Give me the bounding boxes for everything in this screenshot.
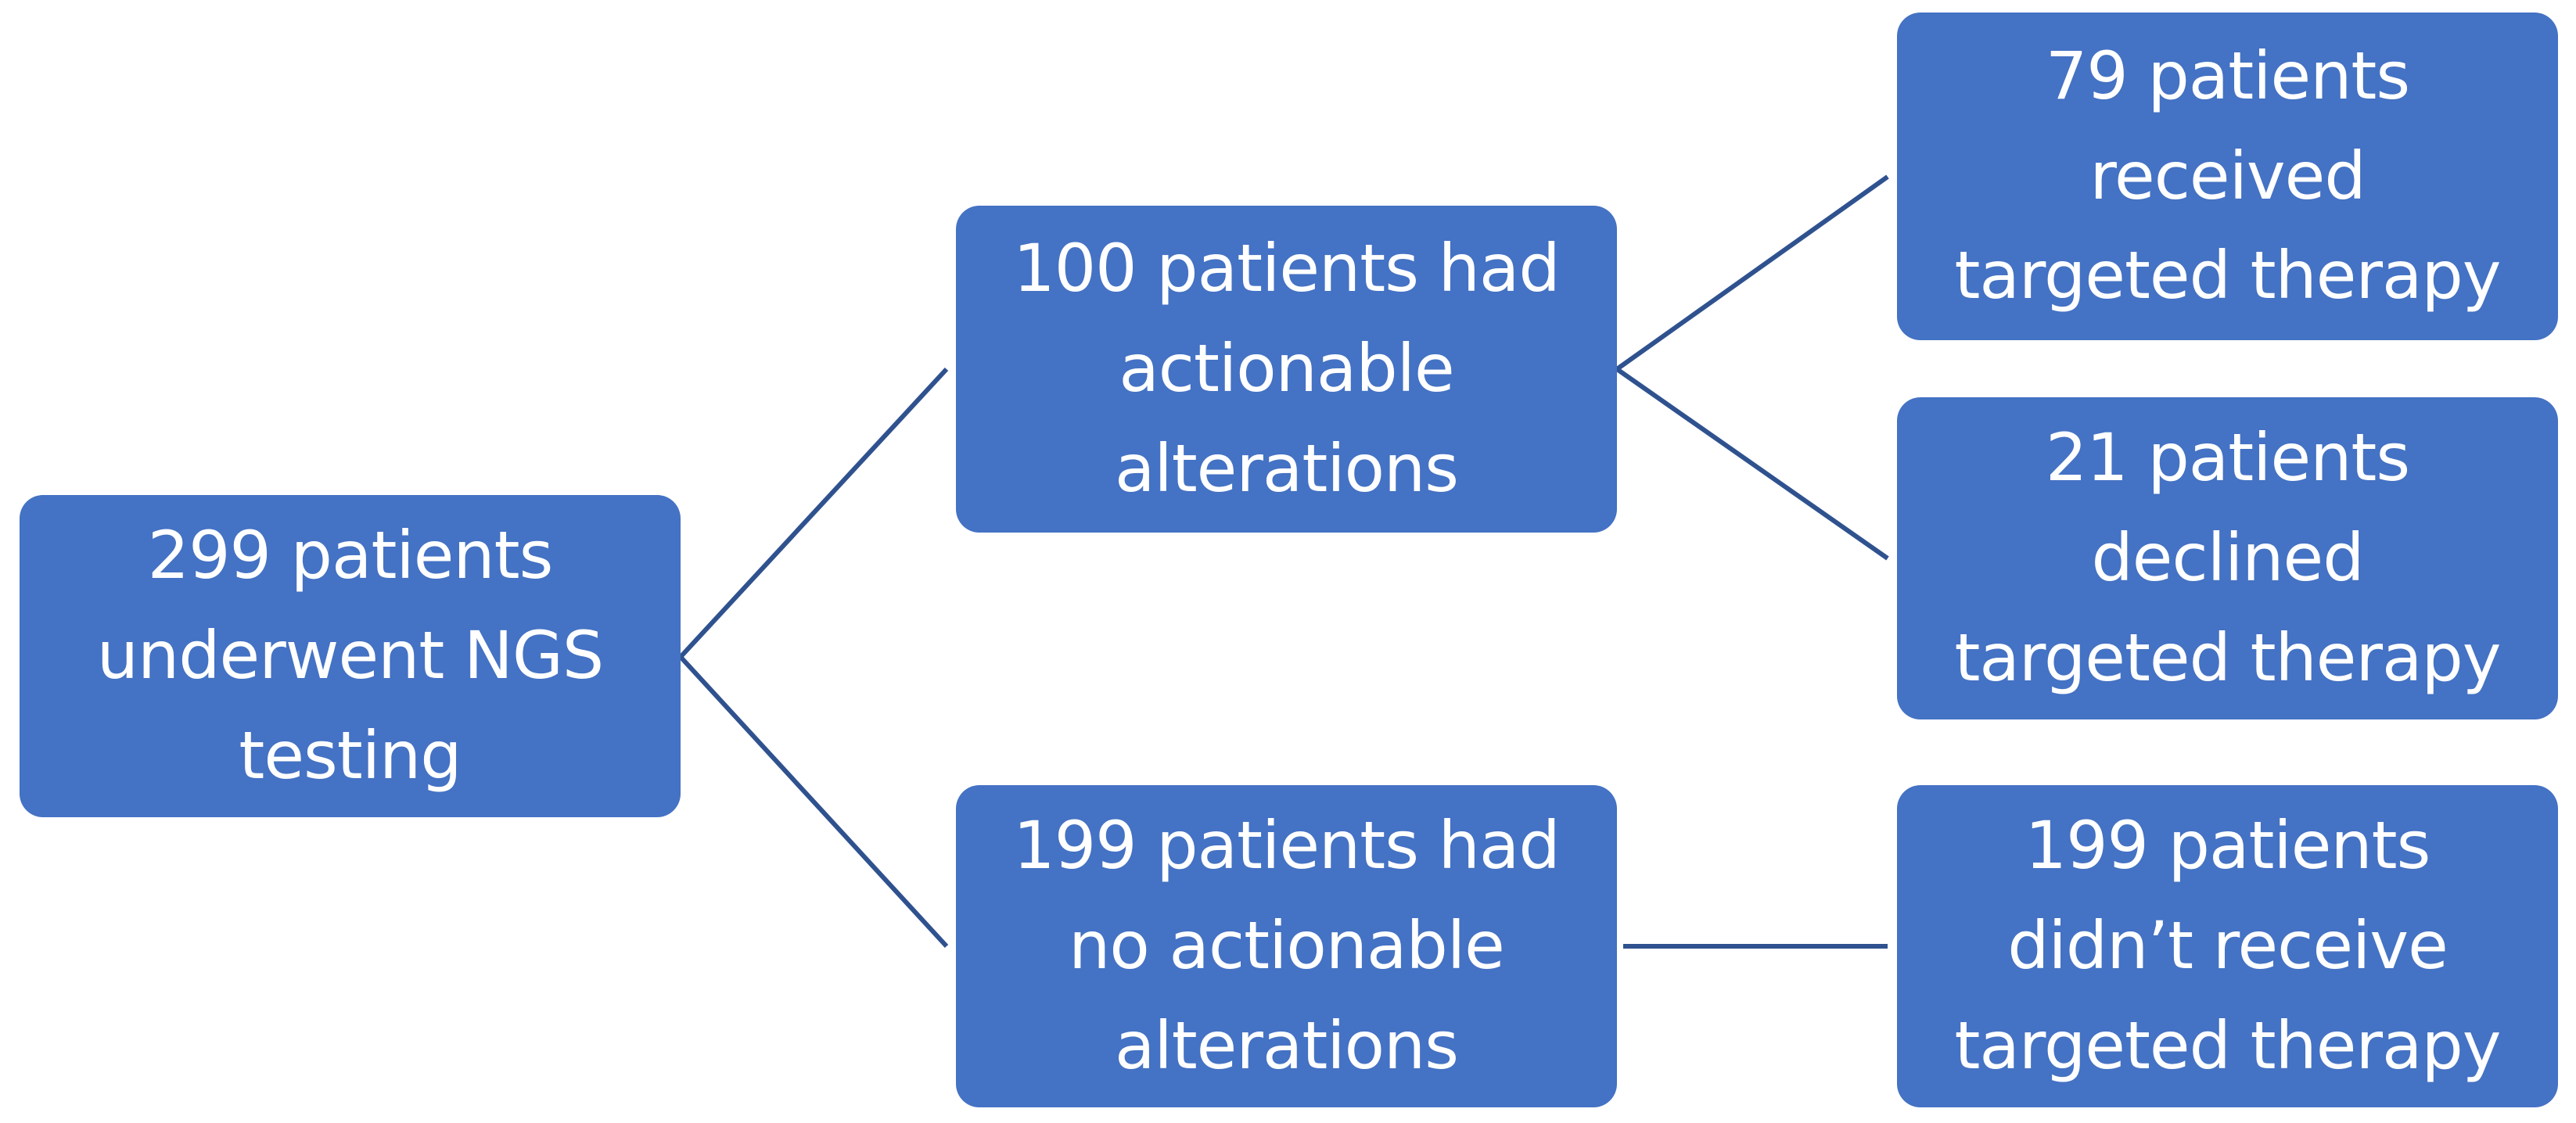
connector-actionable-to-received bbox=[1615, 174, 1889, 371]
node-received-line-3: targeted therapy bbox=[1954, 237, 2502, 314]
node-not-received-therapy: 199 patients didn’t receive targeted the… bbox=[1897, 785, 2558, 1107]
node-actionable-alterations: 100 patients had actionable alterations bbox=[956, 206, 1617, 533]
node-declined-line-1: 21 patients bbox=[2045, 419, 2410, 497]
node-received-line-2: received bbox=[2089, 137, 2366, 214]
connector-root-to-actionable bbox=[678, 367, 949, 659]
node-ngs-tested: 299 patients underwent NGS testing bbox=[20, 495, 681, 817]
node-actionable-line-2: actionable bbox=[1119, 330, 1454, 407]
node-not-received-line-2: didn’t receive bbox=[2007, 907, 2448, 985]
node-no-actionable-line-3: alterations bbox=[1114, 1006, 1459, 1084]
node-not-received-line-1: 199 patients bbox=[2025, 807, 2431, 884]
node-declined-therapy: 21 patients declined targeted therapy bbox=[1897, 397, 2558, 719]
node-no-actionable-alterations: 199 patients had no actionable alteratio… bbox=[956, 785, 1617, 1107]
node-ngs-tested-line-3: testing bbox=[239, 716, 462, 794]
node-no-actionable-line-1: 199 patients had bbox=[1013, 807, 1560, 884]
node-actionable-line-1: 100 patients had bbox=[1013, 230, 1560, 307]
connector-root-to-no-actionable bbox=[678, 655, 949, 949]
connector-actionable-to-declined bbox=[1615, 367, 1889, 561]
node-ngs-tested-line-2: underwent NGS bbox=[96, 617, 605, 694]
node-received-line-1: 79 patients bbox=[2045, 37, 2410, 114]
node-actionable-line-3: alterations bbox=[1114, 429, 1459, 507]
node-not-received-line-3: targeted therapy bbox=[1954, 1006, 2502, 1084]
node-declined-line-2: declined bbox=[2091, 519, 2364, 597]
node-ngs-tested-line-1: 299 patients bbox=[147, 517, 554, 594]
node-declined-line-3: targeted therapy bbox=[1954, 619, 2502, 696]
node-no-actionable-line-2: no actionable bbox=[1069, 907, 1505, 985]
node-received-therapy: 79 patients received targeted therapy bbox=[1897, 13, 2558, 340]
